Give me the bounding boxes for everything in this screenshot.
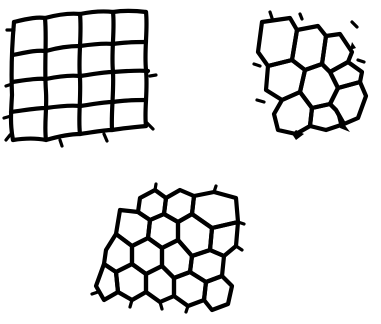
cell-wall	[174, 272, 206, 306]
cell-wall	[330, 82, 366, 124]
cell-wall	[96, 264, 118, 300]
irregular-cells-panel	[254, 12, 366, 140]
cell-wall	[146, 266, 174, 302]
polygonal-cells-panel	[92, 184, 244, 312]
cell-wall	[204, 276, 232, 310]
cell-wall-spur	[254, 12, 364, 102]
square-cells-panel	[4, 11, 156, 146]
cell-wall	[116, 264, 146, 300]
cell-wall-thickening	[350, 42, 356, 50]
